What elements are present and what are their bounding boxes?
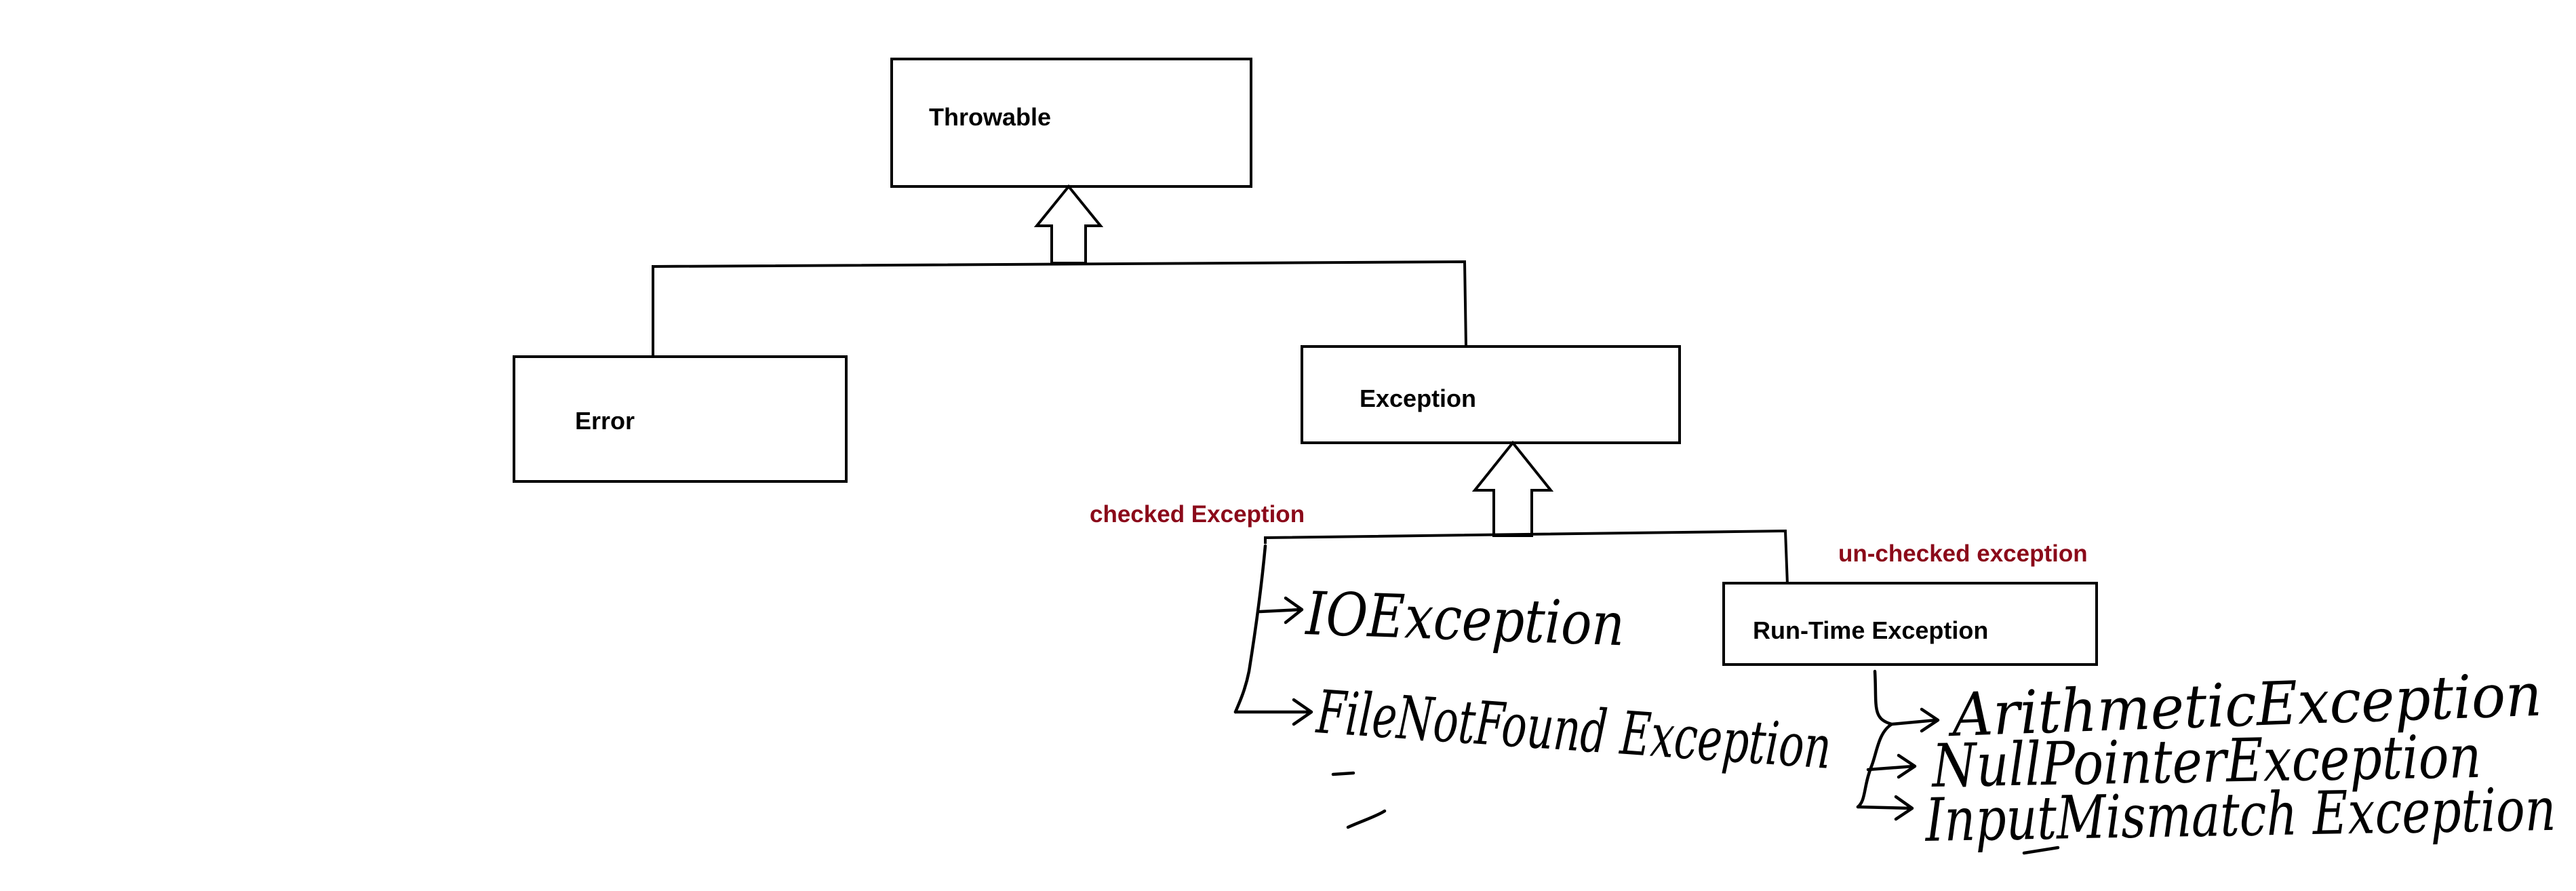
unchecked-branch-brace	[1856, 669, 1894, 809]
arrow-to-ioexception	[1258, 596, 1304, 625]
unchecked-branch-handwriting: ArithmeticException NullPointerException…	[1856, 660, 2556, 855]
checked-branch-bracket	[1233, 544, 1267, 714]
checked-exception-label: checked Exception	[1090, 501, 1305, 528]
error-label: Error	[575, 407, 635, 435]
arrow-to-inputmismatch	[1856, 795, 1914, 821]
runtime-exception-label: Run-Time Exception	[1753, 616, 1988, 644]
throwable-label: Throwable	[929, 103, 1051, 131]
exception-node: Exception	[1301, 345, 1681, 444]
nullpointer-exception-text: NullPointerException	[1930, 721, 2482, 801]
exception-box	[1301, 345, 1681, 444]
inheritance-arrow-throwable	[1033, 184, 1104, 264]
connector-exception-children	[1264, 529, 1789, 585]
arrow-to-filenotfound	[1233, 698, 1313, 726]
throwable-box	[890, 58, 1252, 188]
unchecked-exception-label: un-checked exception	[1838, 540, 2088, 567]
error-node: Error	[513, 355, 848, 483]
ioexception-text: IOException	[1304, 578, 1626, 659]
filenotfound-exception-text: FileNotFound Exception	[1313, 677, 1834, 783]
arrow-to-nullpointer	[1866, 753, 1917, 779]
runtime-exception-node: Run-Time Exception	[1722, 582, 2098, 666]
error-box	[513, 355, 848, 483]
throwable-node: Throwable	[890, 58, 1252, 188]
arrow-to-arithmetic	[1890, 707, 1940, 733]
inputmismatch-exception-text: InputMismatch Exception	[1924, 774, 2556, 855]
dash-mark-2	[1346, 809, 1387, 829]
dash-mark-1	[1331, 771, 1355, 776]
inheritance-arrow-exception	[1471, 440, 1554, 537]
exception-label: Exception	[1360, 384, 1476, 412]
connector-throwable-children	[652, 260, 1467, 356]
runtime-exception-box	[1722, 582, 2098, 666]
underline-mark	[2022, 846, 2060, 855]
